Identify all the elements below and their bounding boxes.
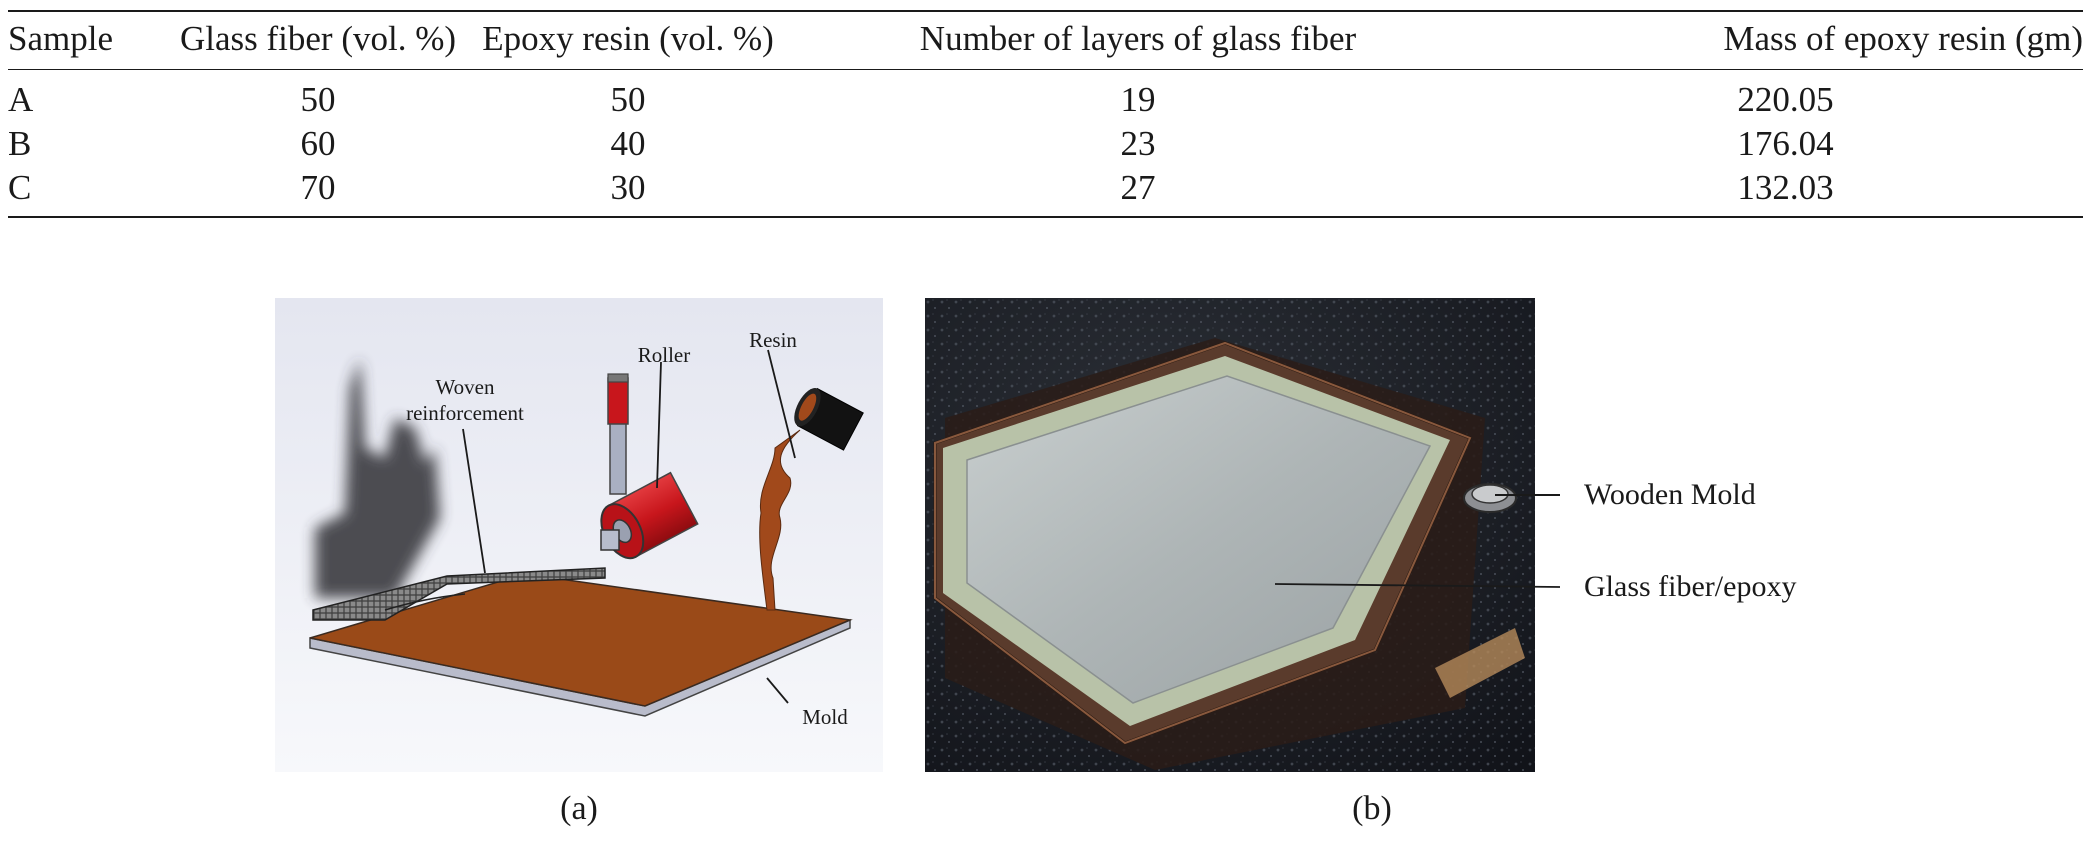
table-header-row: Sample Glass fiber (vol. %) Epoxy resin … bbox=[8, 11, 2083, 69]
table-row: C 70 30 27 132.03 bbox=[8, 166, 2083, 217]
table-row: B 60 40 23 176.04 bbox=[8, 122, 2083, 166]
glass-fiber-epoxy-sheet bbox=[966, 375, 1432, 704]
data-table-container: Sample Glass fiber (vol. %) Epoxy resin … bbox=[8, 10, 2083, 218]
label-mold: Mold bbox=[802, 705, 848, 729]
table-cell: A bbox=[8, 80, 34, 119]
sample-composition-table: Sample Glass fiber (vol. %) Epoxy resin … bbox=[8, 10, 2083, 218]
label-wooden-mold: Wooden Mold bbox=[1584, 478, 1756, 511]
mold-bolt bbox=[1463, 483, 1517, 513]
label-roller: Roller bbox=[638, 343, 691, 367]
caption-b: (b) bbox=[1352, 790, 1392, 827]
table-cell: 132.03 bbox=[1737, 168, 1834, 207]
table-cell: 23 bbox=[1120, 124, 1156, 163]
header-glass-fiber: Glass fiber (vol. %) bbox=[179, 19, 457, 58]
woven-leader-line bbox=[462, 428, 486, 574]
caption-a: (a) bbox=[560, 790, 598, 827]
table-row: A 50 50 19 220.05 bbox=[8, 69, 2083, 122]
table-cell: C bbox=[8, 168, 32, 207]
label-resin: Resin bbox=[749, 328, 797, 352]
roller-leader-line bbox=[656, 361, 662, 489]
table-cell: 27 bbox=[1120, 168, 1156, 207]
label-woven: Woven bbox=[436, 375, 495, 399]
table-cell: 70 bbox=[300, 168, 336, 207]
mold-leader-line bbox=[766, 677, 789, 704]
header-sample: Sample bbox=[8, 19, 113, 58]
table-cell: 50 bbox=[300, 80, 336, 119]
table-cell: 40 bbox=[610, 124, 646, 163]
table-cell: 220.05 bbox=[1737, 80, 1834, 119]
table-cell: 19 bbox=[1120, 80, 1156, 119]
table-cell: 50 bbox=[610, 80, 646, 119]
woven-reinforcement-sheet bbox=[312, 567, 606, 621]
mold-photograph: Wooden Mold Glass fiber/epoxy bbox=[925, 298, 1796, 772]
table-cell: 176.04 bbox=[1737, 124, 1834, 163]
table-cell: 60 bbox=[300, 124, 336, 163]
header-mass-epoxy: Mass of epoxy resin (gm) bbox=[1723, 19, 2083, 58]
table-cell: 30 bbox=[610, 168, 646, 207]
label-reinforcement: reinforcement bbox=[406, 401, 524, 425]
header-layers: Number of layers of glass fiber bbox=[919, 19, 1357, 58]
mold-plate bbox=[309, 573, 853, 717]
label-glass-fiber-epoxy: Glass fiber/epoxy bbox=[1584, 570, 1796, 603]
table-cell: B bbox=[8, 124, 32, 163]
mold-frame-edge bbox=[934, 341, 1472, 745]
tape-strip bbox=[1435, 628, 1525, 698]
glass-fiber-leader-line bbox=[1274, 583, 1561, 588]
hand-layup-schematic: Woven reinforcement Roller Resin Mold bbox=[275, 298, 883, 772]
resin-pour bbox=[759, 387, 864, 611]
header-epoxy-resin: Epoxy resin (vol. %) bbox=[482, 19, 774, 58]
background-shadow bbox=[315, 358, 440, 598]
roller-tool bbox=[600, 373, 699, 560]
resin-leader-line bbox=[767, 349, 796, 459]
